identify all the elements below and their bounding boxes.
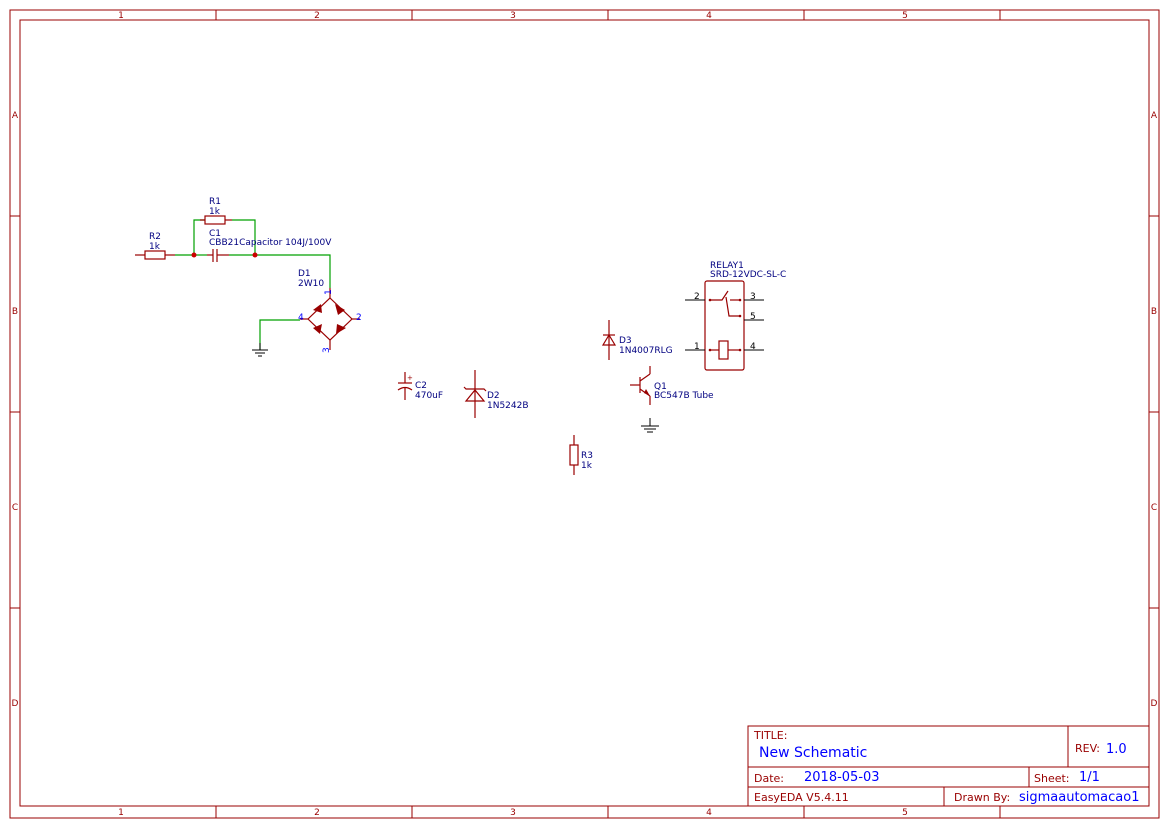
rev-value: 1.0 [1106, 742, 1127, 757]
row-label: A [1151, 111, 1158, 121]
c1-value: CBB21Capacitor 104J/100V [209, 238, 332, 248]
pin-label: 3 [750, 292, 756, 302]
pin-label: 5 [750, 312, 756, 322]
c1-ref: C1 [209, 229, 221, 239]
title-block: TITLE: New Schematic REV: 1.0 Date: 2018… [747, 725, 1150, 807]
row-label: D [12, 699, 19, 709]
pin-label: 1 [324, 289, 334, 295]
ground-symbol [252, 343, 268, 357]
bridge-rectifier-d1[interactable]: D1 2W10 1 2 3 4 [298, 269, 362, 353]
pin-label: 4 [750, 342, 756, 352]
col-label: 1 [118, 808, 124, 818]
row-label: B [12, 307, 18, 317]
r2-value: 1k [149, 242, 161, 252]
sheet-label: Sheet: [1034, 772, 1070, 785]
d2-ref: D2 [487, 391, 500, 401]
resistor-r2[interactable]: R2 1k [135, 232, 175, 260]
relay1-ref: RELAY1 [710, 261, 744, 271]
row-label: D [1151, 699, 1158, 709]
capacitor-c2[interactable]: + C2 470uF [397, 372, 443, 401]
c2-ref: C2 [415, 381, 427, 391]
col-label: 5 [902, 808, 908, 818]
ground-symbol [641, 418, 659, 433]
rev-label: REV: [1075, 742, 1100, 755]
col-label: 2 [314, 808, 320, 818]
diode-d3[interactable]: D3 1N4007RLG [601, 320, 673, 360]
col-label: 3 [510, 808, 516, 818]
title-label: TITLE: [753, 729, 787, 742]
col-label: 4 [706, 808, 712, 818]
relay1-value: SRD-12VDC-SL-C [710, 270, 786, 280]
capacitor-c1[interactable]: C1 CBB21Capacitor 104J/100V [207, 229, 332, 262]
date-label: Date: [754, 772, 784, 785]
c2-value: 470uF [415, 391, 443, 401]
pin-label: 2 [356, 313, 362, 323]
pin-label: 4 [298, 313, 304, 323]
sheet-frame: 1 2 3 4 5 1 2 3 4 5 A B C D A B C D [9, 9, 1160, 819]
r2-ref: R2 [149, 232, 161, 242]
q1-value: BC547B Tube [654, 391, 714, 401]
drawn-by-value: sigmaautomacao1 [1019, 790, 1140, 805]
r3-value: 1k [581, 461, 593, 471]
row-label: B [1151, 307, 1157, 317]
pin-label: 2 [694, 292, 700, 302]
d2-value: 1N5242B [487, 401, 529, 411]
q1-ref: Q1 [654, 382, 667, 392]
r1-value: 1k [209, 207, 221, 217]
row-label: C [1151, 503, 1157, 513]
drawn-by-label: Drawn By: [954, 791, 1010, 804]
col-label: 3 [510, 11, 516, 21]
d1-ref: D1 [298, 269, 311, 279]
pin-label: 1 [694, 342, 700, 352]
d3-ref: D3 [619, 336, 632, 346]
col-label: 2 [314, 11, 320, 21]
transistor-q1[interactable]: Q1 BC547B Tube [630, 366, 714, 405]
r1-ref: R1 [209, 197, 221, 207]
relay-relay1[interactable]: RELAY1 SRD-12VDC-SL-C 2 3 5 1 4 [685, 261, 786, 371]
title-value: New Schematic [759, 745, 867, 761]
row-label: A [12, 111, 19, 121]
d3-value: 1N4007RLG [619, 346, 673, 356]
d1-value: 2W10 [298, 279, 324, 289]
sheet-value: 1/1 [1079, 770, 1100, 785]
resistor-r3[interactable]: R3 1k [569, 435, 593, 475]
r3-ref: R3 [581, 451, 593, 461]
software-version: EasyEDA V5.4.11 [754, 791, 849, 804]
col-label: 5 [902, 11, 908, 21]
date-value: 2018-05-03 [804, 770, 880, 785]
row-label: C [12, 503, 18, 513]
wires[interactable] [175, 219, 331, 350]
col-label: 4 [706, 11, 712, 21]
pin-label: 3 [322, 347, 332, 353]
zener-d2[interactable]: D2 1N5242B [463, 370, 529, 418]
resistor-r1[interactable]: R1 1k [200, 197, 232, 225]
c2-polarity: + [407, 374, 413, 382]
col-label: 1 [118, 11, 124, 21]
